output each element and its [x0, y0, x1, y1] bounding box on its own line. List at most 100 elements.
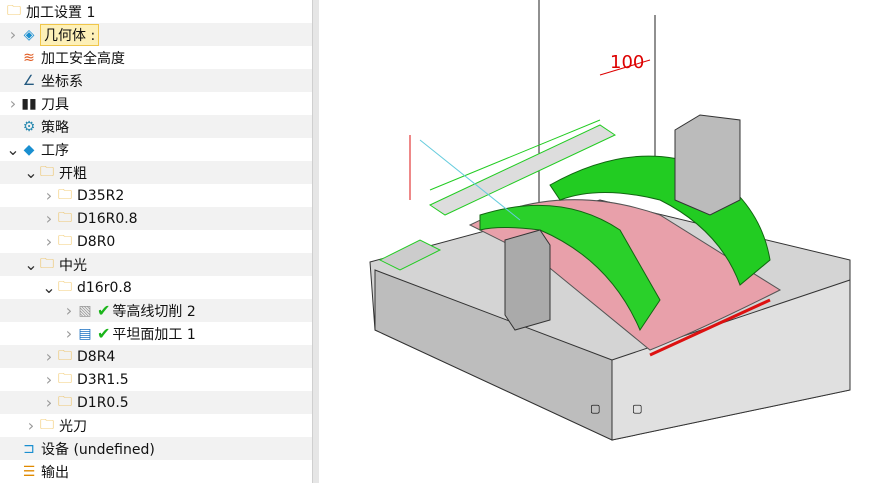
tools-icon: ▮▮: [21, 95, 37, 112]
tree-item[interactable]: ⌄◆ 工序: [0, 138, 312, 161]
folder-icon: 🗀: [58, 278, 72, 295]
tree-item-label: 设备 (undefined): [41, 441, 155, 458]
chevron-right-icon[interactable]: ›: [27, 416, 35, 435]
chevron-right-icon[interactable]: ›: [45, 347, 53, 366]
tree-item[interactable]: ∠ 坐标系: [0, 69, 312, 92]
geometry-icon: ◈: [23, 26, 35, 43]
tree-item[interactable]: › ◈几何体 :: [0, 23, 312, 46]
machine-icon: ⊐: [23, 440, 35, 457]
green-surface: [479, 204, 661, 332]
folder-icon: 🗀: [40, 416, 54, 433]
part-model: 100 ▢ ▢: [369, 0, 851, 441]
dimension-label: 100: [610, 52, 644, 73]
part-label: ▢: [632, 402, 642, 415]
chevron-down-icon[interactable]: ⌄: [24, 163, 38, 182]
chevron-right-icon[interactable]: ›: [45, 393, 53, 412]
chevron-down-icon[interactable]: ⌄: [24, 255, 38, 274]
folder-icon: 🗀: [40, 255, 54, 272]
tree-item-label: 等高线切削 2: [112, 303, 196, 320]
tree-item-label: 坐标系: [41, 73, 83, 90]
tree-item[interactable]: › 🗀 D1R0.5: [0, 391, 312, 414]
toolpath-cyan: [419, 139, 521, 221]
chevron-spacer: [6, 46, 20, 69]
layers-icon: ≋: [23, 49, 35, 66]
zlevel-op-icon: ▧: [78, 302, 92, 319]
chevron-spacer: [6, 437, 20, 460]
folder-icon: 🗀: [58, 393, 72, 410]
operations-cube-icon: ◆: [23, 141, 35, 158]
chevron-right-icon[interactable]: ›: [65, 324, 73, 343]
tree-item-label: 策略: [41, 119, 69, 136]
chevron-spacer: [6, 69, 20, 92]
tree-item[interactable]: 🗀 加工设置 1: [0, 0, 312, 23]
part-label: ▢: [590, 402, 600, 415]
tree-item[interactable]: › 🗀 D8R4: [0, 345, 312, 368]
tree-item-label: 加工安全高度: [41, 50, 125, 67]
part-rail: [428, 124, 617, 216]
tree-item-label: D1R0.5: [77, 394, 129, 411]
chevron-right-icon[interactable]: ›: [65, 301, 73, 320]
tree-item-label: D3R1.5: [77, 371, 129, 388]
toolpath-green: [429, 119, 601, 191]
tree-item-label: D8R0: [77, 233, 116, 250]
folder-icon: 🗀: [58, 186, 72, 203]
tree-item-label: 开粗: [59, 165, 87, 182]
part-boss: [674, 114, 741, 216]
tree-item[interactable]: › 🗀 D16R0.8: [0, 207, 312, 230]
tree-item[interactable]: ⌄🗀 d16r0.8: [0, 276, 312, 299]
tree-item-label: D35R2: [77, 187, 125, 204]
folder-icon: 🗀: [7, 2, 21, 19]
chevron-right-icon[interactable]: ›: [9, 94, 17, 113]
tree-item[interactable]: ⊐ 设备 (undefined): [0, 437, 312, 460]
tree-item-label: 光刀: [59, 418, 87, 435]
tree-item-label: 加工设置 1: [26, 4, 96, 21]
tree-item[interactable]: › 🗀 D35R2: [0, 184, 312, 207]
tree-item[interactable]: ⌄🗀 中光: [0, 253, 312, 276]
chevron-spacer: [6, 460, 20, 483]
tree-item[interactable]: › 🗀 D3R1.5: [0, 368, 312, 391]
tree-item[interactable]: ≋ 加工安全高度: [0, 46, 312, 69]
check-icon: ✔: [97, 301, 111, 320]
coordinate-system-icon: ∠: [22, 72, 36, 89]
output-icon: ☰: [22, 463, 36, 480]
chevron-spacer: [6, 115, 20, 138]
3d-viewport[interactable]: 100 ▢ ▢: [319, 0, 869, 483]
tree-item-label: 中光: [59, 257, 87, 274]
tree-item[interactable]: › ▧ ✔等高线切削 2: [0, 299, 312, 322]
tree-item[interactable]: › ▤ ✔平坦面加工 1: [0, 322, 312, 345]
tree-item-label: 工序: [41, 142, 69, 159]
chevron-down-icon[interactable]: ⌄: [6, 140, 20, 159]
tree-item-label: d16r0.8: [77, 279, 132, 296]
part-rail: [378, 239, 442, 271]
tree-item[interactable]: › 🗀 光刀: [0, 414, 312, 437]
tree-item-label: D16R0.8: [77, 210, 138, 227]
chevron-right-icon[interactable]: ›: [45, 232, 53, 251]
gears-icon: ⚙: [22, 118, 36, 135]
folder-icon: 🗀: [40, 163, 54, 180]
tree-item[interactable]: ☰ 输出: [0, 460, 312, 483]
tree-item[interactable]: ⌄🗀 开粗: [0, 161, 312, 184]
chevron-right-icon[interactable]: ›: [45, 370, 53, 389]
chevron-down-icon[interactable]: ⌄: [42, 278, 56, 297]
toolpath-red: [649, 298, 771, 357]
tree-item-label: 平坦面加工 1: [112, 326, 196, 343]
part-boss: [504, 229, 551, 331]
flat-op-icon: ▤: [78, 325, 92, 342]
folder-icon: 🗀: [58, 370, 72, 387]
folder-icon: 🗀: [58, 209, 72, 226]
tree-item-label: D8R4: [77, 348, 116, 365]
chevron-right-icon[interactable]: ›: [45, 186, 53, 205]
part-right-face: [611, 279, 851, 441]
tree-item[interactable]: ›🗀D8R0: [0, 230, 312, 253]
chevron-right-icon[interactable]: ›: [45, 209, 53, 228]
check-icon: ✔: [97, 324, 111, 343]
operation-tree: 🗀加工设置 1›◈几何体 :≋加工安全高度∠坐标系›▮▮刀具⚙策略⌄◆工序⌄🗀开…: [0, 0, 312, 483]
dimension-line: [599, 59, 651, 76]
tree-item-label: 几何体 :: [39, 23, 100, 46]
tree-item[interactable]: ⚙ 策略: [0, 115, 312, 138]
tree-item[interactable]: ›▮▮刀具: [0, 92, 312, 115]
tree-item-label: 刀具: [41, 96, 69, 113]
chevron-right-icon[interactable]: ›: [9, 25, 17, 44]
tree-item-label: 输出: [41, 464, 69, 481]
folder-icon: 🗀: [58, 347, 72, 364]
